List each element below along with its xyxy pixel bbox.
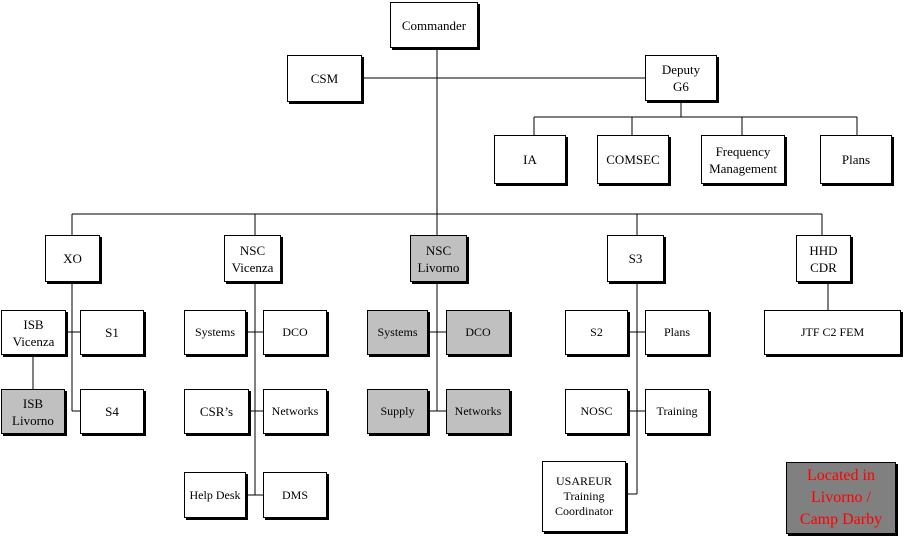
node-systems-livorno: Systems — [367, 310, 428, 355]
node-dco-vicenza: DCO — [263, 310, 327, 355]
node-csm: CSM — [287, 55, 362, 102]
node-deputy-g6: Deputy G6 — [645, 55, 717, 101]
node-comsec: COMSEC — [597, 135, 669, 184]
node-isb-vicenza: ISB Vicenza — [1, 310, 66, 355]
node-commander: Commander — [390, 2, 478, 48]
node-jtf-c2-fem: JTF C2 FEM — [764, 310, 901, 355]
node-nosc: NOSC — [565, 389, 628, 434]
node-hhd-cdr: HHD CDR — [796, 235, 851, 282]
node-dco-livorno: DCO — [446, 310, 510, 355]
node-s1: S1 — [80, 310, 144, 355]
node-systems-vicenza: Systems — [184, 310, 246, 355]
node-plans-top: Plans — [820, 135, 892, 184]
node-s2: S2 — [565, 310, 628, 355]
node-usareur-training-coordinator: USAREUR Training Coordinator — [542, 461, 626, 532]
legend-located-livorno: Located in Livorno / Camp Darby — [786, 462, 896, 534]
node-xo: XO — [45, 235, 100, 282]
node-frequency-management: Frequency Management — [701, 135, 785, 184]
node-dms: DMS — [263, 472, 327, 518]
node-plans-s3: Plans — [645, 310, 709, 355]
node-networks-livorno: Networks — [446, 389, 510, 434]
node-csrs: CSR’s — [184, 389, 249, 434]
node-help-desk: Help Desk — [184, 472, 246, 518]
node-nsc-vicenza: NSC Vicenza — [224, 235, 281, 282]
node-nsc-livorno: NSC Livorno — [410, 235, 467, 282]
node-isb-livorno: ISB Livorno — [1, 389, 65, 434]
node-networks-vicenza: Networks — [263, 389, 327, 434]
node-supply: Supply — [367, 389, 428, 434]
node-s4: S4 — [80, 389, 144, 434]
node-training: Training — [645, 389, 709, 434]
node-ia: IA — [494, 135, 566, 184]
node-s3: S3 — [607, 235, 664, 282]
